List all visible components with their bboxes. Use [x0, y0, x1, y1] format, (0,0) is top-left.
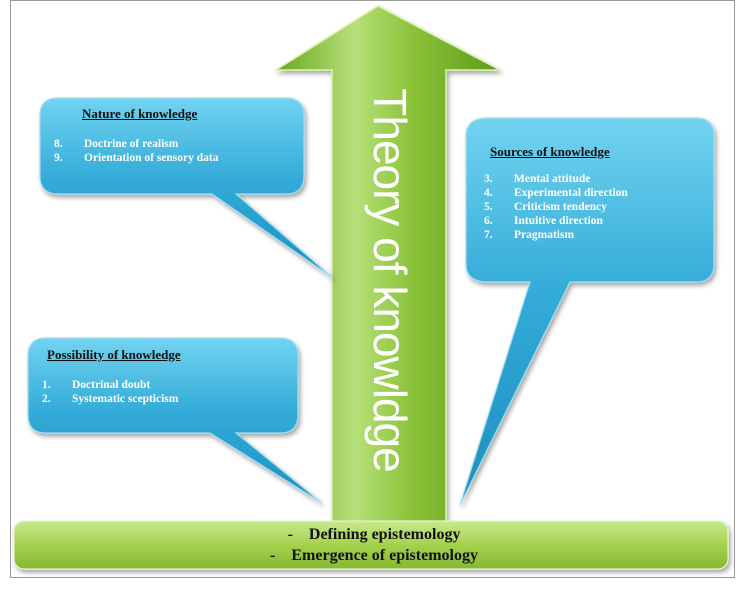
list-number: 3.	[484, 173, 493, 185]
list-number: 5.	[484, 201, 493, 213]
list-text: Experimental direction	[514, 187, 628, 199]
list-item: 4. Experimental direction	[484, 186, 704, 200]
list-text: Systematic scepticism	[72, 393, 179, 405]
list-text: Orientation of sensory data	[84, 152, 219, 164]
list-text: Doctrine of realism	[84, 138, 179, 150]
base-text: -Defining epistemology -Emergence of epi…	[20, 524, 728, 566]
list-number: 6.	[484, 215, 493, 227]
list-item: 6. Intuitive direction	[484, 214, 704, 228]
list-item: 9. Orientation of sensory data	[54, 151, 284, 165]
arrow-label: Theory of knowldge	[364, 88, 416, 472]
base-line-1-text: Defining epistemology	[308, 526, 461, 543]
bullet: -	[287, 526, 293, 543]
list-number: 2.	[42, 393, 51, 405]
nature-title: Nature of knowledge	[82, 106, 198, 121]
list-text: Intuitive direction	[514, 215, 603, 227]
list-number: 8.	[54, 138, 63, 150]
base-bar	[13, 520, 729, 570]
sources-list: 3. Mental attitude 4. Experimental direc…	[484, 172, 704, 242]
possibility-title: Possibility of knowledge	[47, 347, 181, 362]
list-text: Pragmatism	[514, 229, 575, 241]
list-item: 8. Doctrine of realism	[54, 137, 284, 151]
sources-title: Sources of knowledge	[490, 144, 610, 159]
list-number: 9.	[54, 152, 63, 164]
nature-list: 8. Doctrine of realism 9. Orientation of…	[54, 137, 284, 165]
base-line-1: -Defining epistemology	[20, 524, 728, 545]
list-number: 7.	[484, 229, 493, 241]
list-text: Doctrinal doubt	[72, 379, 151, 391]
list-text: Criticism tendency	[514, 201, 607, 213]
possibility-bubble	[27, 337, 323, 504]
list-item: 7. Pragmatism	[484, 228, 704, 242]
diagram-frame	[10, 0, 735, 578]
list-number: 1.	[42, 379, 51, 391]
list-item: 2. Systematic scepticism	[42, 392, 282, 406]
base-line-2-text: Emergence of epistemology	[291, 547, 478, 564]
list-number: 4.	[484, 187, 493, 199]
possibility-list: 1. Doctrinal doubt 2. Systematic sceptic…	[42, 378, 282, 406]
list-text: Mental attitude	[514, 173, 591, 185]
nature-bubble	[39, 97, 334, 279]
bullet: -	[270, 547, 276, 564]
sources-bubble	[459, 117, 715, 506]
base-line-2: -Emergence of epistemology	[20, 545, 728, 566]
list-item: 1. Doctrinal doubt	[42, 378, 282, 392]
list-item: 3. Mental attitude	[484, 172, 704, 186]
list-item: 5. Criticism tendency	[484, 200, 704, 214]
